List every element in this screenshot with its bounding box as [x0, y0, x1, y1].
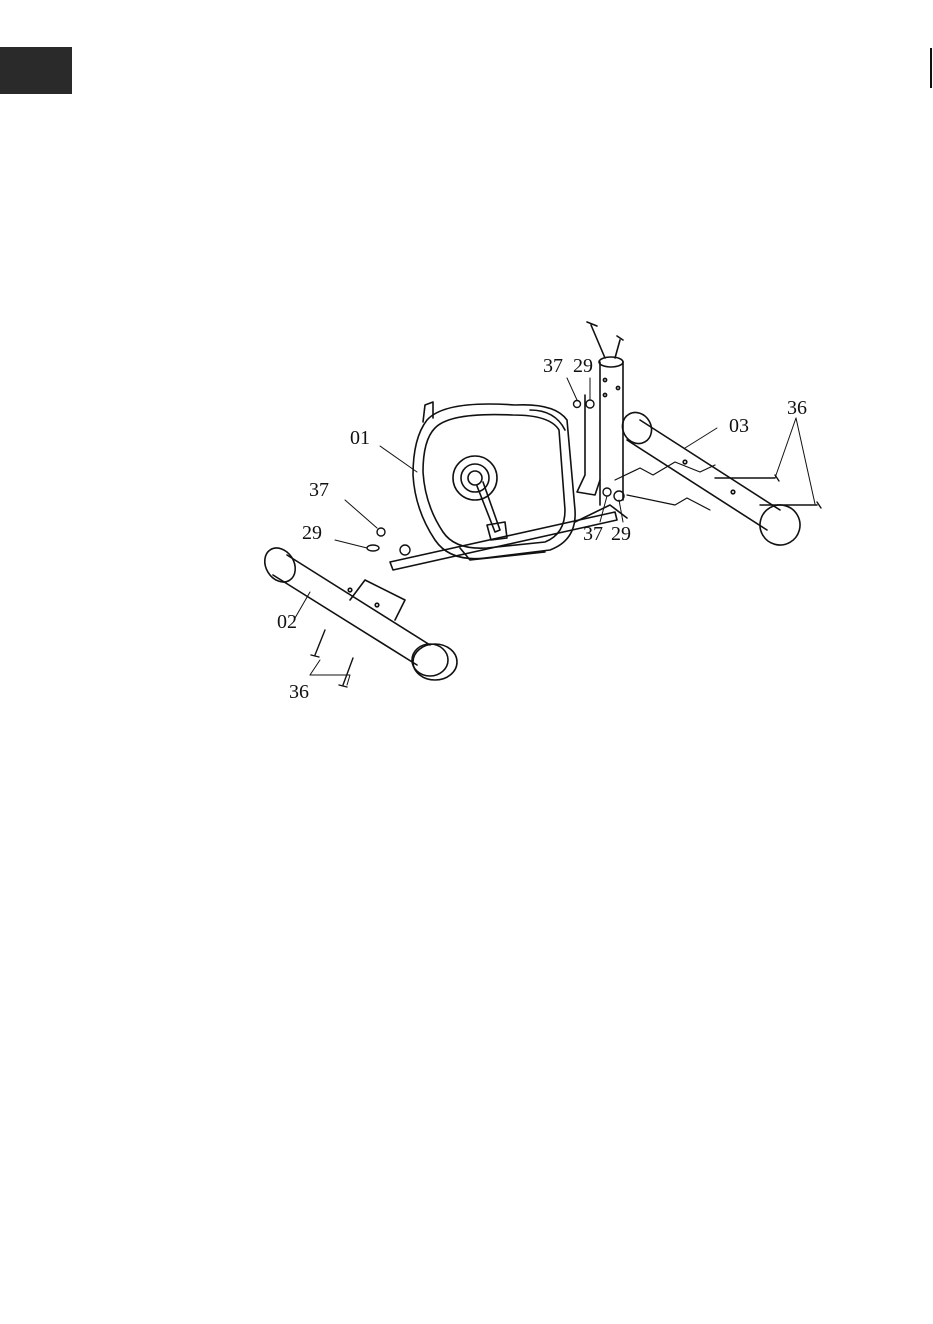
callout-bolt-rear: 36	[787, 398, 807, 418]
callout-nut-rear: 37	[583, 524, 603, 544]
callout-main-frame: 01	[350, 428, 370, 448]
callout-nut-top: 37	[543, 356, 563, 376]
callout-bolt-front: 36	[289, 682, 309, 702]
callout-washer-rear: 29	[611, 524, 631, 544]
callout-rear-stabilizer: 03	[729, 416, 749, 436]
page-edge-mark	[930, 48, 932, 88]
assembly-diagram: 01 02 03 36 36 37 29 37 29 37 29	[255, 300, 875, 780]
seat-post	[577, 322, 623, 505]
callout-washer-top: 29	[573, 356, 593, 376]
callout-front-stabilizer: 02	[277, 612, 297, 632]
callout-washer-front: 29	[302, 523, 322, 543]
language-tab	[0, 47, 72, 94]
assembly-drawing	[255, 300, 875, 780]
bolt-parts	[311, 475, 821, 687]
callout-nut-front: 37	[309, 480, 329, 500]
flywheel-housing	[413, 402, 575, 560]
crank-assembly	[453, 456, 507, 540]
